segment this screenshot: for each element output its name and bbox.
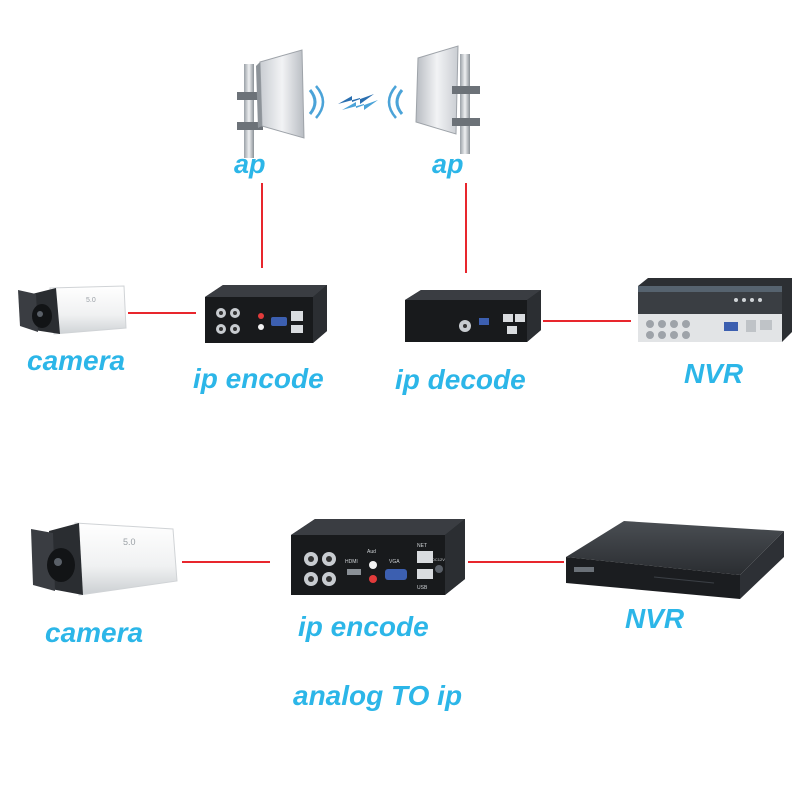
ap-left-label: ap	[234, 149, 266, 179]
ip-encoder-bottom-box-icon: HDMI Aud VGA NET USB DC12V	[289, 517, 467, 597]
camera-lens-text: 5.0	[86, 297, 96, 304]
nvr-top-label: NVR	[684, 358, 744, 389]
svg-text:NET: NET	[417, 543, 427, 549]
svg-text:5.0: 5.0	[123, 537, 136, 547]
link-encoder-to-nvr-bottom	[468, 561, 564, 563]
ip-encode-top-label: ip encode	[193, 363, 324, 394]
svg-text:VGA: VGA	[389, 559, 400, 565]
nvr-bottom-label: NVR	[625, 603, 685, 634]
link-ap-right-to-decoder	[465, 183, 467, 273]
link-decoder-to-nvr-top	[543, 320, 631, 322]
ip-decoder-box-icon	[403, 288, 543, 346]
nvr-top-recorder-icon	[636, 274, 794, 346]
svg-text:DC12V: DC12V	[432, 557, 445, 562]
camera-bottom-label: camera	[45, 617, 144, 648]
nvr-bottom-recorder-icon	[564, 517, 786, 601]
camera-bottom-bullet-camera-icon: 5.0	[27, 515, 179, 607]
camera-top-bullet-camera-icon: 5.0	[16, 280, 128, 342]
link-camera-to-encoder-bottom	[182, 561, 270, 563]
ap-left-antenna-icon	[232, 48, 312, 158]
svg-text:HDMI: HDMI	[345, 559, 358, 565]
ip-decode-label: ip decode	[395, 364, 526, 395]
link-camera-to-encoder-top	[128, 312, 196, 314]
camera-top-label: camera	[27, 345, 126, 376]
svg-text:USB: USB	[417, 585, 428, 591]
ip-encode-bottom-label: ip encode	[298, 611, 429, 642]
ap-right-label: ap	[432, 149, 464, 179]
svg-text:Aud: Aud	[367, 549, 376, 555]
diagram-caption: analog TO ip	[293, 680, 463, 711]
link-ap-left-to-encoder	[261, 183, 263, 268]
wireless-signal-icon	[302, 82, 412, 122]
ap-right-antenna-icon	[410, 44, 490, 154]
ip-encoder-top-box-icon	[203, 283, 329, 345]
